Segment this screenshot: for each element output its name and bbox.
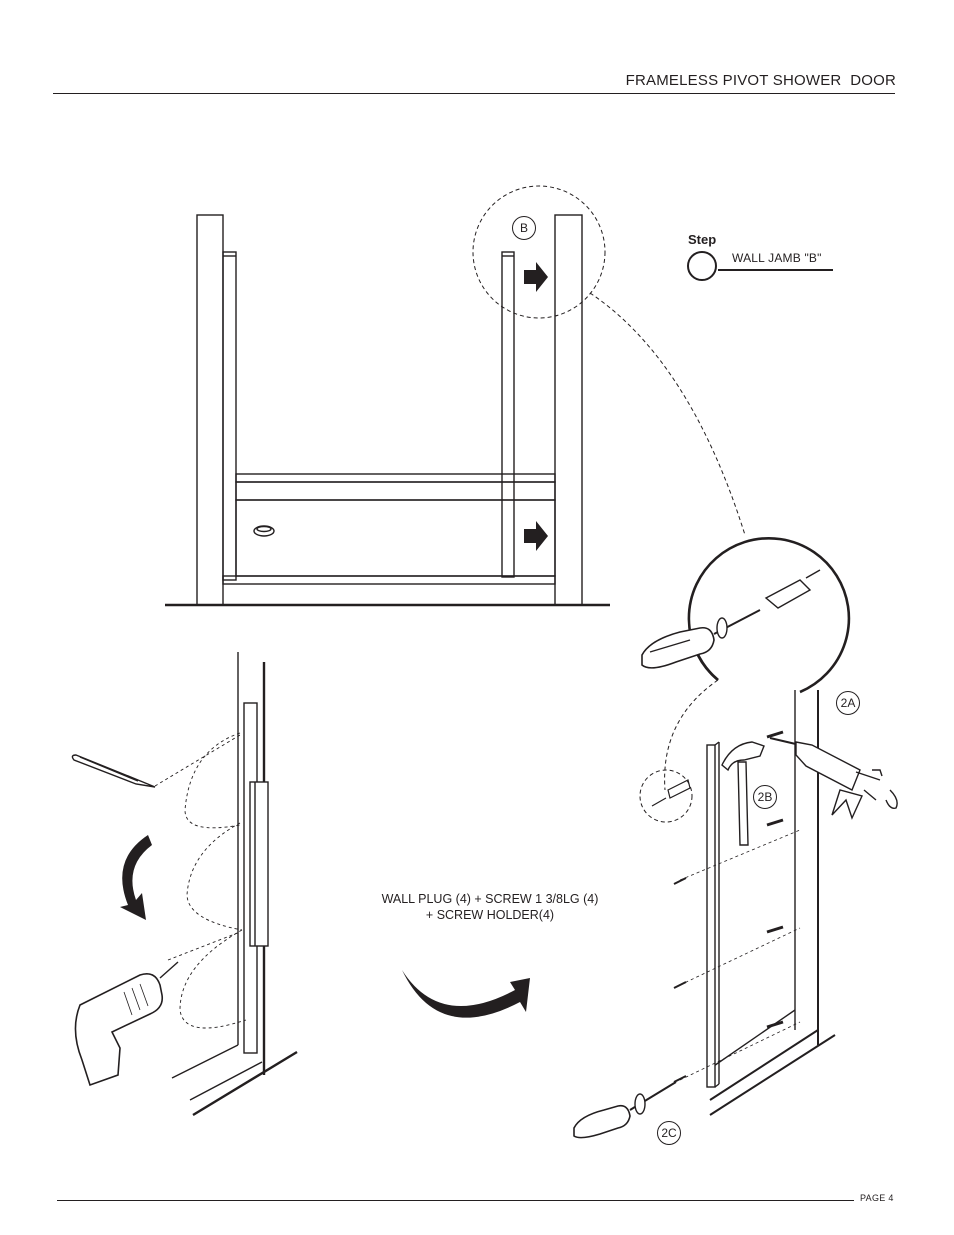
footer-rule	[57, 1200, 854, 1201]
screwdriver-icon	[573, 1081, 677, 1139]
callout-2c: 2C	[657, 1121, 681, 1145]
curved-arrow-icon	[402, 970, 530, 1018]
pencil-icon	[71, 754, 156, 788]
drill-icon	[74, 961, 179, 1087]
hammer-icon	[721, 741, 765, 846]
step-number-circle	[687, 251, 717, 281]
document-title: FRAMELESS PIVOT SHOWER DOOR	[625, 72, 896, 89]
wall-jamb-marking	[154, 652, 298, 1117]
page-number: PAGE 4	[860, 1193, 894, 1203]
step-title: WALL JAMB "B"	[732, 251, 822, 265]
parts-note: WALL PLUG (4) + SCREW 1 3/8LG (4) + SCRE…	[360, 891, 620, 923]
step-label: Step	[688, 232, 717, 247]
callout-2a: 2A	[836, 691, 860, 715]
parts-note-line: WALL PLUG (4) + SCREW 1 3/8LG (4)	[381, 892, 599, 906]
arrow-right-icon	[524, 521, 548, 551]
callout-b: B	[512, 216, 536, 240]
arrow-right-icon	[524, 262, 548, 292]
caulking-gun-icon	[769, 737, 898, 820]
header-rule	[53, 93, 895, 94]
enclosure-front-view	[165, 214, 610, 607]
parts-note-line: + SCREW HOLDER(4)	[425, 908, 555, 922]
step-underline	[718, 269, 833, 271]
detail-circle	[472, 185, 606, 319]
callout-2b: 2B	[753, 785, 777, 809]
zoom-detail	[641, 537, 851, 694]
curved-arrow-icon	[120, 835, 152, 920]
